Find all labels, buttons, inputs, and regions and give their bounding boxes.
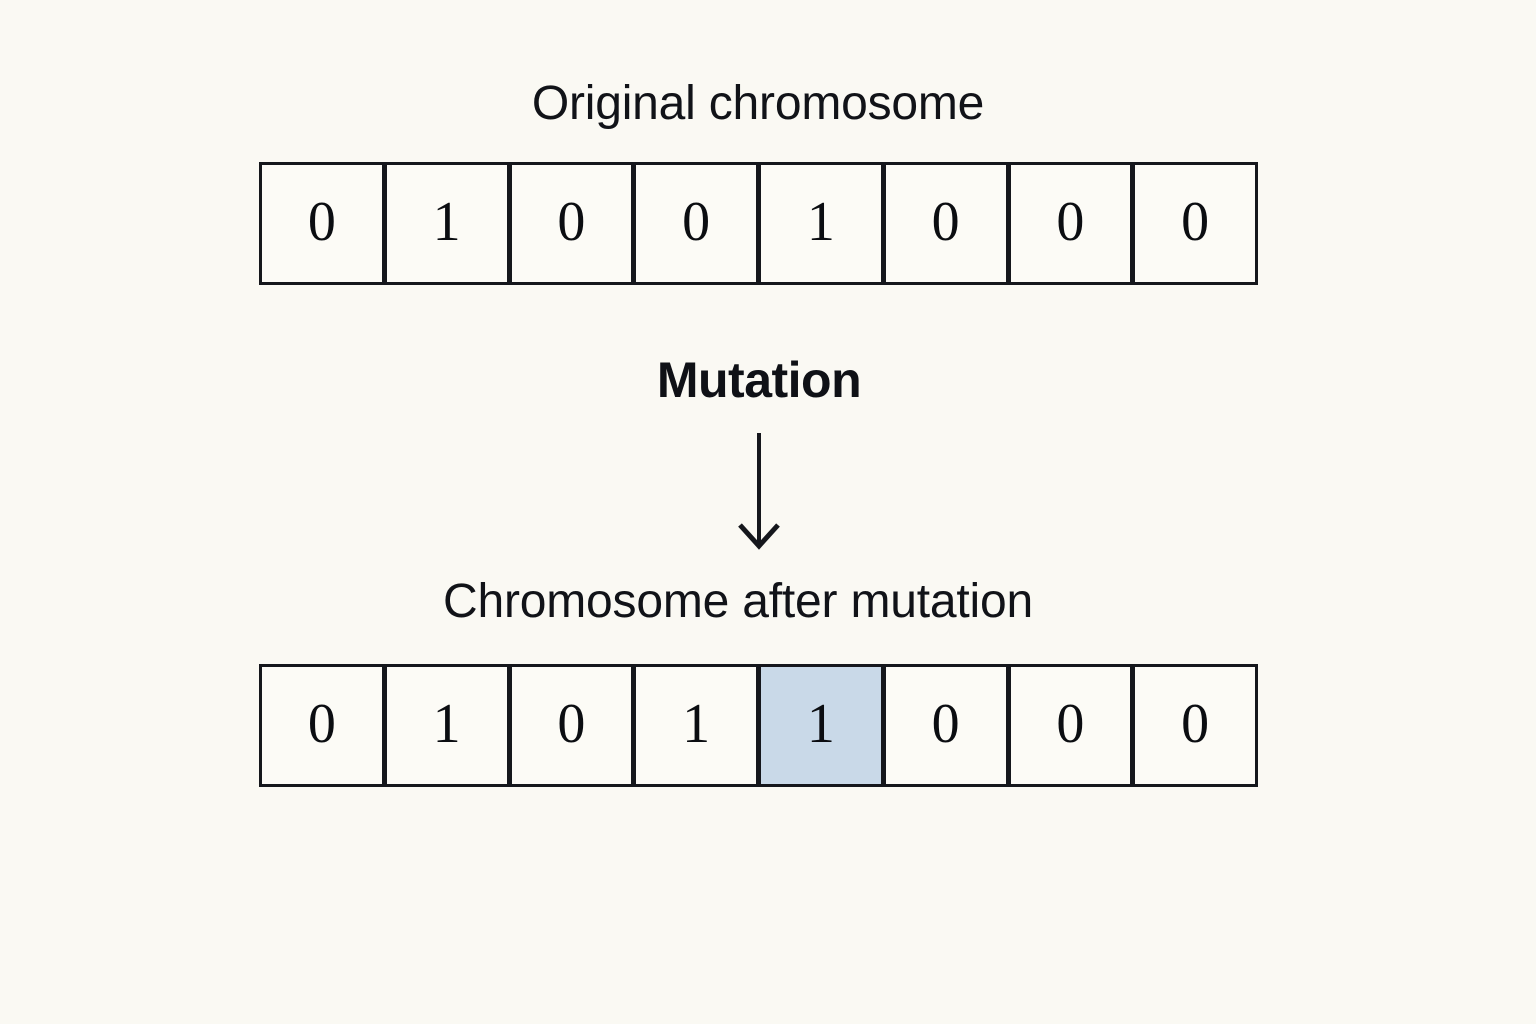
gene-value: 1	[682, 692, 711, 755]
gene-cell[interactable]: 0	[259, 664, 385, 787]
mutated-chromosome-caption: Chromosome after mutation	[443, 575, 1033, 628]
gene-cell[interactable]: 0	[1132, 664, 1258, 787]
gene-cell[interactable]: 1	[383, 162, 510, 285]
gene-cell[interactable]: 0	[1007, 162, 1134, 285]
gene-value: 1	[806, 190, 835, 253]
gene-cell[interactable]: 0	[1007, 664, 1134, 787]
gene-value: 0	[931, 190, 960, 253]
gene-value: 1	[806, 692, 835, 755]
gene-value: 1	[432, 692, 461, 755]
gene-value: 0	[557, 190, 586, 253]
gene-value: 1	[432, 190, 461, 253]
gene-value: 0	[557, 692, 586, 755]
gene-cell[interactable]: 0	[508, 162, 635, 285]
gene-cell[interactable]: 0	[882, 162, 1009, 285]
gene-cell[interactable]: 0	[259, 162, 385, 285]
gene-cell[interactable]: 1	[383, 664, 510, 787]
gene-cell[interactable]: 0	[633, 162, 759, 285]
gene-value: 0	[1056, 190, 1085, 253]
gene-value: 0	[1181, 692, 1210, 755]
gene-cell[interactable]: 0	[1132, 162, 1258, 285]
gene-value: 0	[307, 692, 336, 755]
gene-cell-mutated[interactable]: 1	[758, 664, 884, 787]
original-chromosome-caption: Original chromosome	[531, 77, 985, 130]
gene-value: 0	[682, 190, 711, 253]
gene-cell[interactable]: 0	[882, 664, 1009, 787]
gene-value: 0	[1056, 692, 1085, 755]
gene-cell[interactable]: 1	[758, 162, 884, 285]
original-chromosome-strip: 0 1 0 0 1 0 0 0	[259, 162, 1258, 285]
gene-cell[interactable]: 0	[508, 664, 635, 787]
mutated-chromosome-strip: 0 1 0 1 1 0 0 0	[259, 664, 1258, 787]
down-arrow-icon	[738, 433, 780, 550]
gene-value: 0	[1181, 190, 1210, 253]
mutation-operator-label: Mutation	[656, 352, 862, 408]
gene-value: 0	[931, 692, 960, 755]
gene-value: 0	[307, 190, 336, 253]
gene-cell[interactable]: 1	[633, 664, 759, 787]
